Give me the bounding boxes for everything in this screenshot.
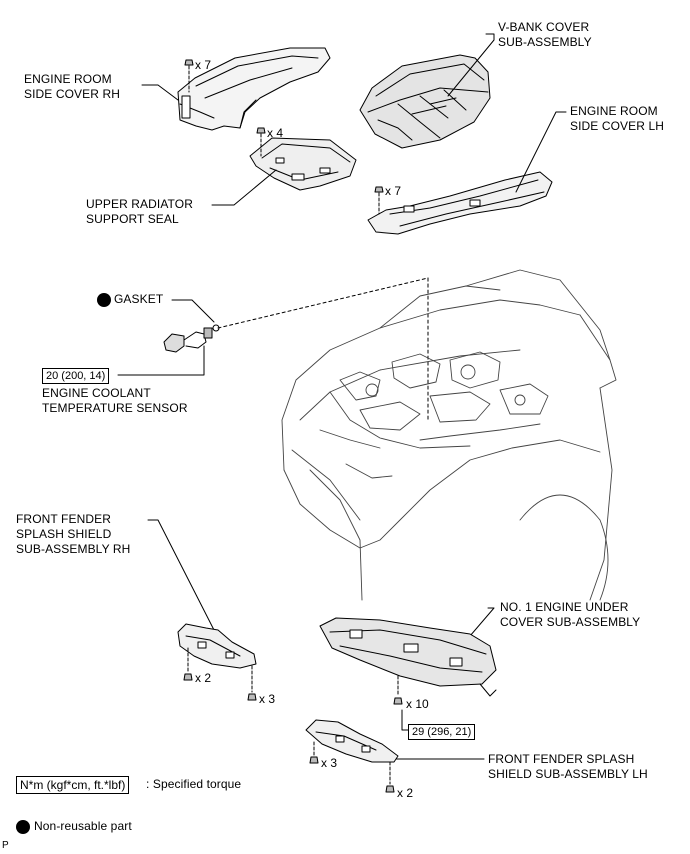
label-line: ENGINE ROOM bbox=[24, 72, 112, 86]
label-line: SUB-ASSEMBLY RH bbox=[16, 542, 131, 556]
label-line: SUB-ASSEMBLY bbox=[498, 35, 592, 49]
bolt-rh-side-cover bbox=[184, 59, 194, 93]
qty-under-cover: x 10 bbox=[406, 697, 429, 711]
bolt-under-cover bbox=[393, 675, 403, 705]
qty-rh-shield-a: x 2 bbox=[195, 671, 212, 685]
legend-non-reusable-text: Non-reusable part bbox=[34, 819, 132, 833]
label-gasket: GASKET bbox=[114, 292, 164, 306]
engine-room-side-cover-rh-part bbox=[177, 47, 331, 131]
label-no1-engine-under-cover: NO. 1 ENGINE UNDER COVER SUB-ASSEMBLY bbox=[500, 600, 640, 630]
qty-lh-side-cover: x 7 bbox=[385, 184, 402, 198]
bolt-lh-shield-b bbox=[385, 761, 395, 793]
qty-upper-seal: x 4 bbox=[267, 126, 284, 140]
v-bank-cover-part bbox=[359, 54, 491, 149]
label-line: ENGINE COOLANT bbox=[42, 386, 151, 400]
coolant-sensor-part bbox=[163, 324, 220, 353]
label-line: SPLASH SHIELD bbox=[16, 527, 112, 541]
label-v-bank-cover: V-BANK COVER SUB-ASSEMBLY bbox=[498, 20, 592, 50]
qty-lh-shield-b: x 2 bbox=[397, 786, 414, 800]
label-engine-coolant-temperature-sensor: ENGINE COOLANT TEMPERATURE SENSOR bbox=[42, 386, 188, 416]
front-fender-splash-shield-rh-part bbox=[177, 623, 257, 669]
front-fender-splash-shield-lh-part bbox=[305, 719, 399, 763]
upper-radiator-support-seal-part bbox=[249, 137, 357, 191]
label-line: ENGINE ROOM bbox=[570, 104, 658, 118]
legend-torque-text: : Specified torque bbox=[146, 777, 242, 791]
label-line: SIDE COVER RH bbox=[24, 87, 120, 101]
vehicle-outline bbox=[281, 269, 617, 601]
qty-rh-shield-b: x 3 bbox=[259, 692, 276, 706]
qty-rh-side-cover: x 7 bbox=[195, 58, 212, 72]
legend-non-reusable-dot-icon bbox=[16, 820, 30, 834]
label-line: SIDE COVER LH bbox=[570, 119, 664, 133]
bolt-lh-side-cover bbox=[374, 186, 384, 215]
qty-lh-shield-a: x 3 bbox=[321, 756, 338, 770]
legend-torque-unit-box: N*m (kgf*cm, ft.*lbf) bbox=[16, 776, 130, 794]
label-line: SUPPORT SEAL bbox=[86, 212, 179, 226]
label-engine-room-side-cover-rh: ENGINE ROOM SIDE COVER RH bbox=[24, 72, 120, 102]
leader-lines bbox=[117, 33, 567, 760]
bolt-rh-shield-a bbox=[183, 647, 193, 681]
label-line: FRONT FENDER SPLASH bbox=[488, 752, 635, 766]
label-engine-room-side-cover-lh: ENGINE ROOM SIDE COVER LH bbox=[570, 104, 664, 134]
label-line: UPPER RADIATOR bbox=[86, 197, 193, 211]
label-front-fender-splash-shield-lh: FRONT FENDER SPLASH SHIELD SUB-ASSEMBLY … bbox=[488, 752, 648, 782]
torque-box-under-cover: 29 (296, 21) bbox=[408, 724, 476, 740]
non-reusable-dot-icon bbox=[97, 293, 111, 307]
bolt-lh-shield-a bbox=[309, 741, 319, 764]
engine-room-side-cover-lh-part bbox=[367, 171, 553, 235]
label-front-fender-splash-shield-rh: FRONT FENDER SPLASH SHIELD SUB-ASSEMBLY … bbox=[16, 512, 130, 557]
bolt-rh-shield-b bbox=[247, 665, 257, 701]
no1-engine-under-cover-part bbox=[319, 617, 497, 697]
label-line: NO. 1 ENGINE UNDER bbox=[500, 600, 629, 614]
label-upper-radiator-support-seal: UPPER RADIATOR SUPPORT SEAL bbox=[86, 197, 193, 227]
label-line: TEMPERATURE SENSOR bbox=[42, 401, 188, 415]
label-line: FRONT FENDER bbox=[16, 512, 111, 526]
torque-box-sensor: 20 (200, 14) bbox=[42, 368, 110, 384]
label-line: SHIELD SUB-ASSEMBLY LH bbox=[488, 767, 648, 781]
corner-mark: P bbox=[2, 840, 9, 851]
label-line: COVER SUB-ASSEMBLY bbox=[500, 615, 641, 629]
bolt-upper-seal bbox=[256, 127, 266, 157]
label-line: V-BANK COVER bbox=[498, 20, 590, 34]
